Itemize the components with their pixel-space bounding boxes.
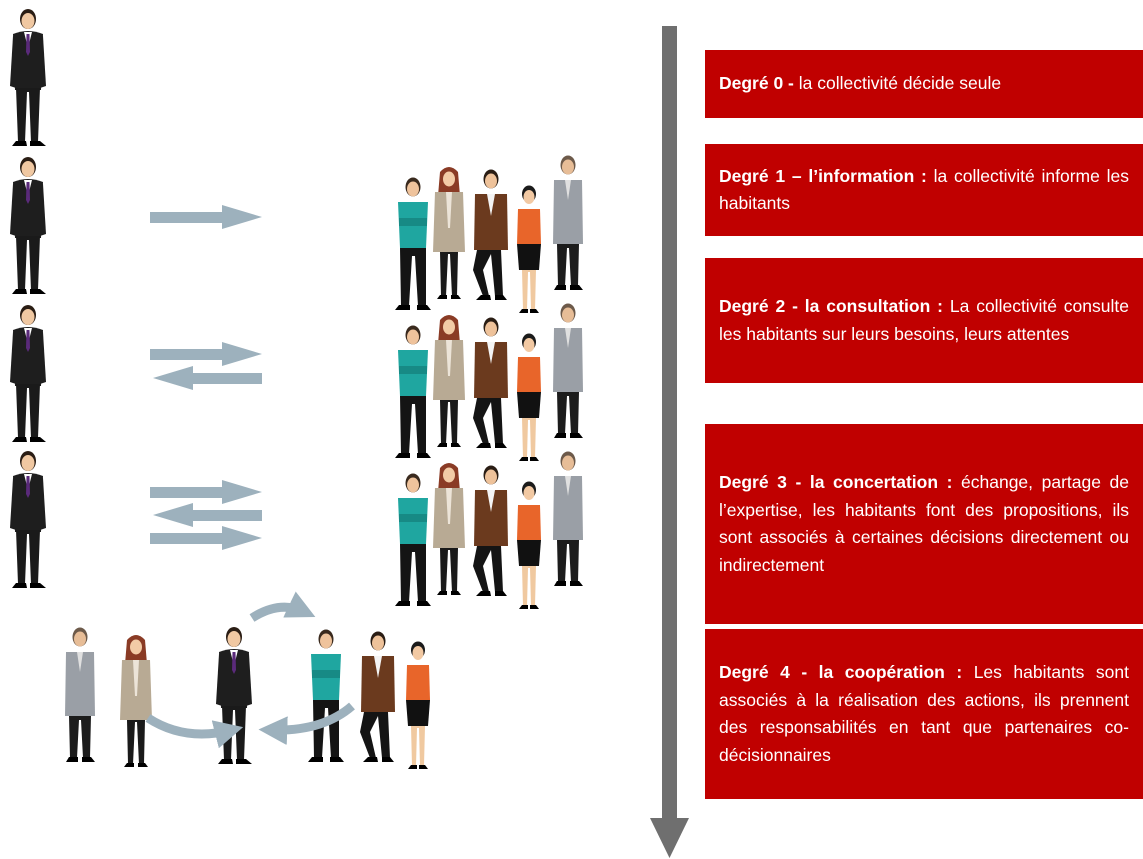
degree-title: Degré 4 - la coopération : (719, 662, 963, 682)
degree-text: Degré 2 - la consultation : La collectiv… (719, 293, 1129, 348)
citizen-figure (65, 627, 95, 762)
degree-box-4: Degré 4 - la coopération : Les habitants… (705, 629, 1143, 799)
right-arrow-icon (150, 205, 262, 229)
citizens-group (395, 156, 583, 314)
official-figure (10, 157, 46, 294)
scale-arrow (650, 26, 689, 858)
degree-description: échange, partage de l’expertise, les hab… (719, 472, 1129, 575)
right-arrow-icon (150, 342, 262, 366)
illustration-row-1 (10, 156, 583, 314)
degree-description: La collectivité consulte les habitants s… (719, 296, 1129, 344)
degree-box-0: Degré 0 - la collectivité décide seule (705, 50, 1143, 118)
degree-text: Degré 1 – l’information : la collectivit… (719, 163, 1129, 218)
degree-description: la collectivité décide seule (793, 73, 1002, 94)
degree-description: la collectivité informe les habitants (719, 165, 1129, 214)
degree-text: Degré 3 - la concertation : échange, par… (719, 469, 1129, 579)
official-figure (10, 451, 46, 588)
circular-arrow-icon (249, 591, 316, 622)
degree-description: Les habitants sont associés à la réalisa… (719, 662, 1129, 765)
degree-box-1: Degré 1 – l’information : la collectivit… (705, 144, 1143, 236)
citizens-group (395, 452, 583, 610)
circular-arrow-icon (145, 714, 244, 749)
official-figure (216, 627, 252, 764)
left-arrow-icon (153, 503, 262, 527)
right-arrow-icon (150, 526, 262, 550)
degree-title: Degré 1 – l’information : (719, 165, 927, 186)
degree-title: Degré 3 - la concertation : (719, 472, 953, 492)
illustration-row-3 (10, 451, 583, 609)
degree-box-3: Degré 3 - la concertation : échange, par… (705, 424, 1143, 624)
citizen-figure (120, 635, 152, 767)
degree-box-2: Degré 2 - la consultation : La collectiv… (705, 258, 1143, 383)
degree-text: Degré 0 - la collectivité décide seule (719, 70, 1129, 98)
illustration-row-0 (10, 9, 46, 146)
citizen-figure (406, 641, 430, 769)
degree-text: Degré 4 - la coopération : Les habitants… (719, 659, 1129, 769)
degree-title: Degré 2 - la consultation : (719, 296, 943, 316)
illustration-row-4 (65, 591, 430, 769)
right-arrow-icon (150, 480, 262, 504)
degree-title: Degré 0 - (719, 73, 794, 94)
circular-arrow-icon (258, 702, 355, 746)
official-figure (10, 9, 46, 146)
citizens-group (395, 304, 583, 462)
citizen-figure (308, 629, 344, 762)
illustration-row-2 (10, 304, 583, 462)
citizen-figure (360, 631, 395, 762)
left-arrow-icon (153, 366, 262, 390)
official-figure (10, 305, 46, 442)
